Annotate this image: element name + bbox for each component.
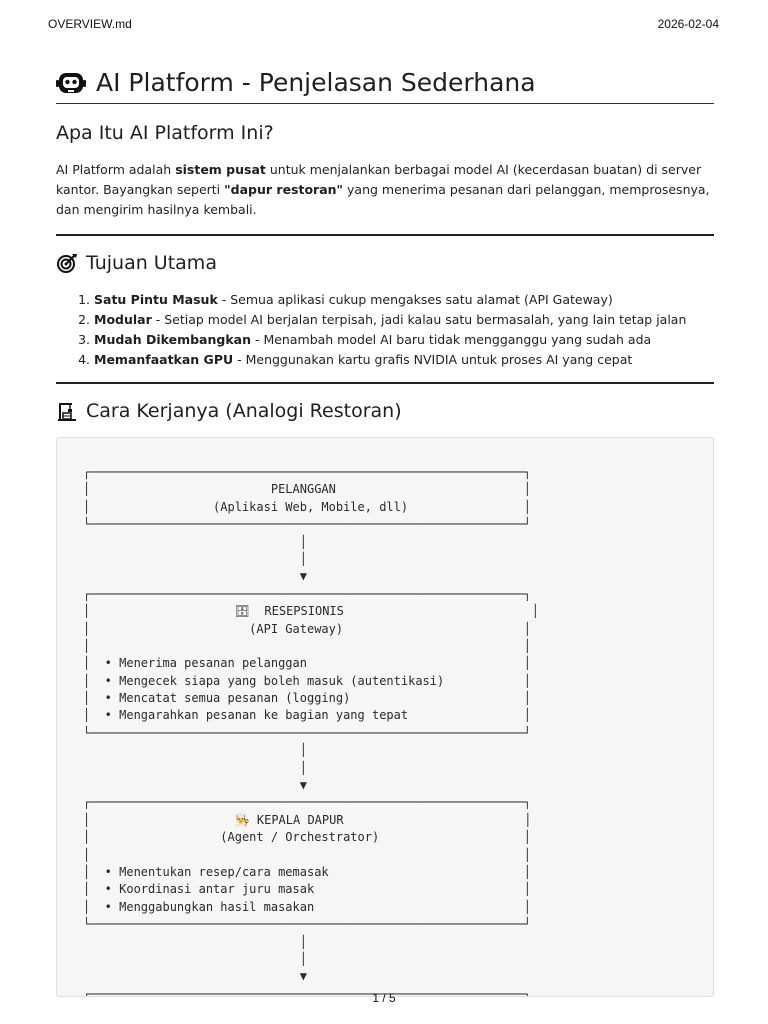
goal-text: - Menambah model AI baru tidak menggangg… [251,332,652,347]
robot-icon [56,68,86,98]
diagram-line: │ 👨‍🍳 KEPALA DAPUR │ [83,812,532,827]
code-block: ┌───────────────────────────────────────… [56,437,714,997]
diagram-line: ▼ [83,569,307,584]
diagram-line: │ • Mengecek siapa yang boleh masuk (aut… [83,673,531,688]
diagram-line: │ • Koordinasi antar juru masak │ [83,882,531,897]
goal-text: - Semua aplikasi cukup mengakses satu al… [217,292,613,307]
diagram-line: │ [83,534,307,549]
diagram-line: │ • Menentukan resep/cara memasak │ [83,864,531,879]
intro-paragraph: AI Platform adalah sistem pusat untuk me… [56,160,714,220]
diagram-line: ▼ [83,969,307,984]
goal-title: Modular [94,312,152,327]
goal-text: - Setiap model AI berjalan terpisah, jad… [151,312,687,327]
divider [56,234,714,236]
diagram-line: ┌───────────────────────────────────────… [83,795,531,810]
diagram-line: │ [83,551,307,566]
section-heading-cara-text: Cara Kerjanya (Analogi Restoran) [86,400,402,422]
diagram-line: │ [83,951,307,966]
diagram-line: ┌───────────────────────────────────────… [83,465,531,479]
section-heading-apa-text: Apa Itu AI Platform Ini? [56,122,274,144]
diagram-line: ▼ [83,778,307,793]
intro-bold-1: sistem pusat [175,162,266,177]
diagram-line: ┌───────────────────────────────────────… [83,986,531,997]
list-item: Memanfaatkan GPU - Menggunakan kartu gra… [94,350,714,370]
diagram-line: │ (API Gateway) │ [83,621,531,636]
divider [56,382,714,384]
target-icon [56,252,78,274]
goal-title: Satu Pintu Masuk [94,292,218,307]
section-heading-tujuan-text: Tujuan Utama [86,252,217,274]
document-date: 2026-02-04 [657,17,719,31]
diagram-line: │ [83,934,307,949]
diagram-line: │ (Agent / Orchestrator) │ [83,830,531,845]
document-filename: OVERVIEW.md [48,17,132,31]
flow-diagram: ┌───────────────────────────────────────… [83,464,539,997]
page-title-text: AI Platform - Penjelasan Sederhana [96,68,536,97]
building-icon [56,400,78,422]
list-item: Satu Pintu Masuk - Semua aplikasi cukup … [94,290,714,310]
diagram-line: │ • Menggabungkan hasil masakan │ [83,899,531,914]
intro-text-3: yang menerima pesanan dari pelanggan, me… [56,182,710,217]
diagram-line: │ │ [83,638,531,653]
goal-title: Mudah Dikembangkan [94,332,251,347]
diagram-line: │ [83,743,307,758]
diagram-line: └───────────────────────────────────────… [83,725,531,740]
section-heading-apa: Apa Itu AI Platform Ini? [56,122,714,144]
page-number: 1 / 5 [372,991,396,1005]
goal-text: - Menggunakan kartu grafis NVIDIA untuk … [233,352,633,367]
intro-text-2: untuk menjalankan berbagai model AI (kec… [56,162,702,197]
diagram-line: │ │ [83,847,531,862]
section-heading-tujuan: Tujuan Utama [56,252,714,274]
diagram-line: ┌───────────────────────────────────────… [83,586,531,601]
intro-text-1: AI Platform adalah [56,162,176,177]
diagram-line: │ • Menerima pesanan pelanggan │ [83,656,531,671]
goal-title: Memanfaatkan GPU [94,352,234,367]
diagram-line: │ • Mencatat semua pesanan (logging) │ [83,691,531,706]
intro-bold-2: "dapur restoran" [224,182,344,197]
list-item: Modular - Setiap model AI berjalan terpi… [94,310,714,330]
diagram-line: └───────────────────────────────────────… [83,517,531,532]
diagram-line: │ (Aplikasi Web, Mobile, dll) │ [83,499,531,514]
page-title: AI Platform - Penjelasan Sederhana [56,64,714,104]
diagram-line: └───────────────────────────────────────… [83,917,531,932]
section-heading-cara: Cara Kerjanya (Analogi Restoran) [56,400,714,422]
goals-list: Satu Pintu Masuk - Semua aplikasi cukup … [94,290,714,370]
document-content: AI Platform - Penjelasan Sederhana Apa I… [56,64,714,422]
diagram-line: │ [83,760,307,775]
list-item: Mudah Dikembangkan - Menambah model AI b… [94,330,714,350]
diagram-line: │ • Mengarahkan pesanan ke bagian yang t… [83,708,531,723]
diagram-line: │ 🗄 RESEPSIONIS │ [83,604,539,619]
diagram-line: │ PELANGGAN │ [83,482,531,497]
